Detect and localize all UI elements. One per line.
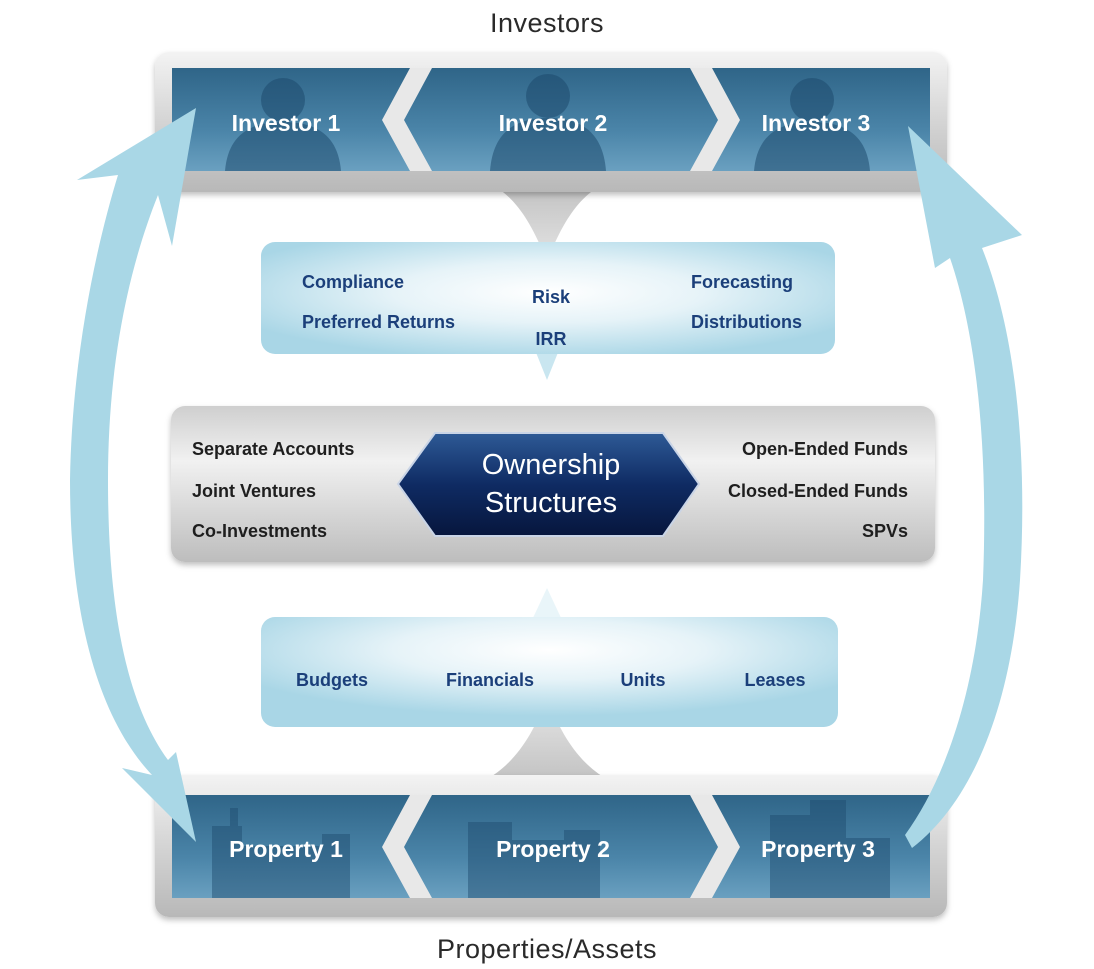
investor-services-box: Compliance Preferred Returns Risk IRR Fo… [261,242,835,354]
service-preferred-returns: Preferred Returns [302,312,455,332]
investor-funnel [445,172,649,262]
data-units: Units [621,670,666,690]
investor-2-silhouette-icon [490,74,606,171]
data-budgets: Budgets [296,670,368,690]
service-irr: IRR [536,329,567,349]
property-2-label: Property 2 [496,836,610,862]
left-cycle-arrow [70,108,196,842]
property-3-label: Property 3 [761,836,875,862]
service-forecasting: Forecasting [691,272,793,292]
property-1-label: Property 1 [229,836,343,862]
data-notch [532,588,562,620]
investors-title: Investors [490,8,604,38]
investor-3-silhouette-icon [754,78,870,171]
ownership-title-line2: Structures [485,487,617,519]
property-data-box: Budgets Financials Units Leases [261,617,838,727]
structure-spvs: SPVs [862,521,908,541]
structure-closed-ended-funds: Closed-Ended Funds [728,481,908,501]
service-distributions: Distributions [691,312,802,332]
property-funnel [425,698,669,796]
data-leases: Leases [744,670,805,690]
structure-separate-accounts: Separate Accounts [192,439,354,459]
services-notch [535,350,559,380]
structure-open-ended-funds: Open-Ended Funds [742,439,908,459]
service-compliance: Compliance [302,272,404,292]
property-1-building-icon [212,808,350,898]
investor-1-silhouette-icon [225,78,341,171]
property-3-building-icon [770,800,890,898]
investors-band: Investor 1 Investor 2 Investor 3 [155,52,947,192]
investor-1-label: Investor 1 [232,110,341,136]
right-cycle-arrow [905,126,1023,848]
property-2-building-icon [468,822,600,898]
ownership-hexagon [396,432,701,537]
properties-band: Property 1 Property 2 Property 3 [155,775,947,917]
investor-3-label: Investor 3 [762,110,871,136]
data-financials: Financials [446,670,534,690]
structure-joint-ventures: Joint Ventures [192,481,316,501]
ownership-structures-bar: Separate Accounts Joint Ventures Co-Inve… [171,406,935,562]
investor-2-label: Investor 2 [499,110,608,136]
properties-title: Properties/Assets [437,934,657,964]
ownership-title-line1: Ownership [482,449,621,481]
structure-co-investments: Co-Investments [192,521,327,541]
service-risk: Risk [532,287,571,307]
